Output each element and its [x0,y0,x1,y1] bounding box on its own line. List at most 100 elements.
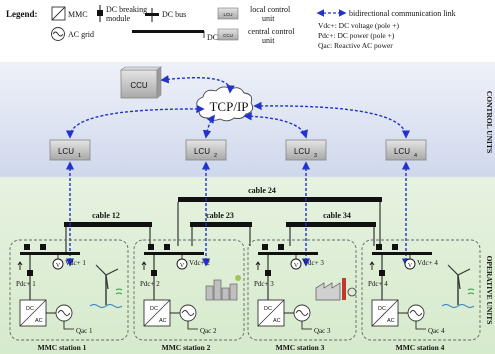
legend-ac-grid: AC grid [68,30,94,39]
dc-breaking-module-icon [148,244,154,250]
legend-local-control-2: unit [262,14,275,23]
cable-12 [64,222,152,227]
ccu-box: CCU [120,66,162,99]
dc-bus-bar [258,252,318,255]
control-units-label: CONTROL UNITS [485,91,494,153]
wind-turbine-icon [89,264,123,308]
factory-icon [315,278,357,301]
station-3-name: MMC station 3 [276,343,325,352]
network-lcu-links [65,101,411,139]
lcu-2-subscript: 2 [214,153,217,159]
legend-dc-breaking-1: DC breaking [106,5,147,14]
ccu-legend-icon: CCU [217,28,239,41]
cable-34-label: cable 34 [323,211,351,220]
svg-text:V: V [408,263,413,269]
legend-dc-bus: DC bus [162,10,186,19]
station-pdc-label: Pdc+ 1 [16,280,36,288]
station-qac-label: Qac 2 [200,327,217,335]
mmc-icon [51,6,66,21]
dc-breaking-module-icon [97,5,103,22]
cable-24 [178,197,382,202]
station-pdc-label: Pdc+ 3 [254,280,274,288]
ccu-legend-icon-label: CCU [223,33,233,38]
ac-grid-icon [51,27,65,41]
legend-central-control-2: unit [262,36,275,45]
legend-vdc-definition: Vdc+: DC voltage (pole +) [318,21,399,30]
link-network-lcu-2 [202,114,216,139]
lcu-3-box: LCU 3 [285,139,327,161]
dc-breaking-module-icon [151,270,157,276]
legend-qac-definition: Qac: Reactive AC power [318,41,393,50]
station-pdc-label: Pdc+ 2 [140,280,160,288]
cable-34 [286,222,376,227]
legend-local-control-1: local control [250,5,291,14]
converter-ac-label: AC [35,318,43,324]
station-qac-label: Qac 1 [76,327,93,335]
station-vdc-label: Vdc+ 4 [417,259,438,267]
lcu-legend-icon: LCU [217,7,239,20]
cable-drops [65,202,381,252]
station-vdc-label: Vdc+ 2 [189,259,210,267]
legend-dc-breaking-2: module [106,14,130,23]
tcp-ip-cloud-icon: TCP/IP [196,86,254,122]
svg-text:V: V [56,263,61,269]
dc-breaking-module-icon [379,270,385,276]
cable-12-label: cable 12 [92,211,120,220]
tcp-ip-label: TCP/IP [209,99,248,114]
converter-ac-label: AC [273,318,281,324]
converter-dc-label: DC [378,306,386,312]
station-vdc-label: Vdc+ 1 [65,259,86,267]
lcu-4-box: LCU 4 [385,139,427,161]
legend-bidirectional-link: bidirectional communication link [349,9,456,18]
lcu-2-label: LCU [194,147,210,156]
converter-ac-label: AC [159,318,167,324]
dc-breaking-module-icon [27,270,33,276]
cable-23 [190,222,252,227]
legend-mmc: MMC [68,10,88,19]
dc-bus-icon [145,8,159,22]
ccu-label: CCU [130,81,148,90]
legend-central-control-1: central control [248,27,295,36]
station-qac-label: Qac 3 [314,327,331,335]
legend-title: Legend: [6,9,38,19]
dc-breaking-module-icon [392,244,398,250]
lcu-2-box: LCU 2 [185,139,227,161]
wind-turbine-icon [441,264,475,308]
svg-text:V: V [180,263,185,269]
converter-dc-label: DC [150,306,158,312]
dc-cable-icon [132,30,204,33]
station-4-name: MMC station 4 [396,343,445,352]
converter-ac-label: AC [387,318,395,324]
dc-breaking-module-icon [265,270,271,276]
station-vdc-label: Vdc+ 3 [303,259,324,267]
dc-bus-bar [372,252,432,255]
dc-breaking-module-icon [164,244,170,250]
link-network-lcu-1 [65,104,205,139]
svg-text:V: V [294,263,299,269]
legend: Legend: MMC DC breaking module DC bus LC… [6,5,456,50]
lcu-legend-icon-label: LCU [223,12,232,17]
lcu-1-subscript: 1 [78,153,81,159]
city-buildings-icon [205,275,241,301]
station-2-name: MMC station 2 [162,343,211,352]
lcu-4-label: LCU [394,147,410,156]
dc-bus-bar [144,252,204,255]
station-pdc-label: Pdc+ 4 [368,280,388,288]
lcu-4-subscript: 4 [414,153,417,159]
link-ccu-network [160,75,235,94]
cable-23-label: cable 23 [206,211,234,220]
dc-breaking-module-icon [24,244,30,250]
cable-24-label: cable 24 [248,186,276,195]
dc-breaking-module-icon [278,244,284,250]
converter-dc-label: DC [264,306,272,312]
lcu-1-box: LCU 1 [49,139,91,161]
lcu-3-subscript: 3 [314,153,317,159]
operative-units-label: OPERATIVE UNITS [485,256,494,325]
station-1-name: MMC station 1 [38,343,87,352]
